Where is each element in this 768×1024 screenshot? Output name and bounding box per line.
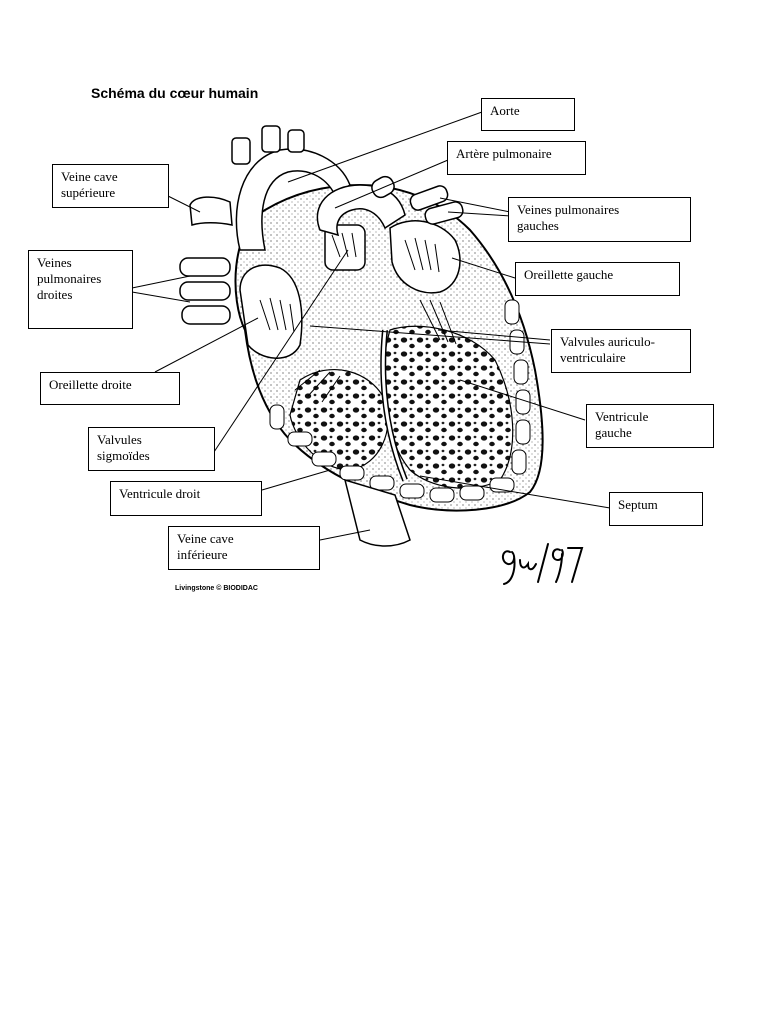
- right-atrium: [240, 265, 302, 358]
- right-pulmonary-vein-1: [180, 258, 230, 276]
- label-veine-cave-inferieure: Veine cave inférieure: [168, 526, 320, 570]
- heart-body: [235, 185, 542, 511]
- label-valvules-auriculo-ventriculaires: Valvules auriculo- ventriculaire: [551, 329, 691, 373]
- label-oreillette-gauche: Oreillette gauche: [515, 262, 680, 296]
- superior-vena-cava: [190, 197, 232, 225]
- label-veines-pulmonaires-gauches: Veines pulmonaires gauches: [508, 197, 691, 242]
- label-septum: Septum: [609, 492, 703, 526]
- right-ventricle-cavity: [290, 370, 388, 470]
- aorta-branch-1: [232, 138, 250, 164]
- label-oreillette-droite: Oreillette droite: [40, 372, 180, 405]
- image-credit: Livingstone © BIODIDAC: [175, 585, 258, 592]
- label-ventricule-gauche: Ventricule gauche: [586, 404, 714, 448]
- label-ventricule-droit: Ventricule droit: [110, 481, 262, 516]
- right-pulmonary-vein-3: [182, 306, 230, 324]
- handwritten-signature: [498, 538, 590, 590]
- aorta-branch-2: [262, 126, 280, 152]
- label-veine-cave-superieure: Veine cave supérieure: [52, 164, 169, 208]
- leader-oreillette-droite: [155, 318, 258, 372]
- label-veines-pulmonaires-droites: Veines pulmonaires droites: [28, 250, 133, 329]
- label-artere-pulmonaire: Artère pulmonaire: [447, 141, 586, 175]
- right-pulmonary-vein-2: [180, 282, 230, 300]
- label-aorte: Aorte: [481, 98, 575, 131]
- label-valvules-sigmoides: Valvules sigmoïdes: [88, 427, 215, 471]
- aorta-branch-3: [288, 130, 304, 152]
- leader-ventricule-droit: [262, 470, 330, 490]
